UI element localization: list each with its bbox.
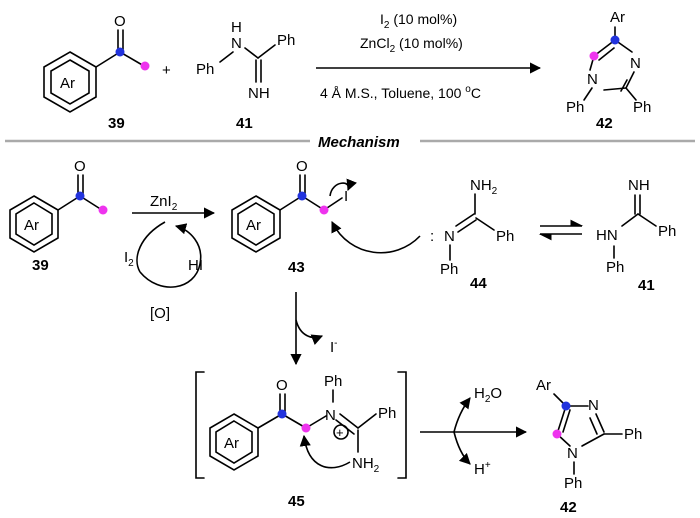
nh2-label: NH2 (470, 177, 498, 197)
i2-label: I2 (124, 249, 134, 269)
iodine-label: I (344, 188, 348, 205)
ph-label: Ph (566, 99, 584, 116)
n-label: N (325, 407, 336, 424)
magenta-carbon-dot (301, 423, 311, 433)
blue-carbon-dot (115, 47, 125, 57)
magenta-carbon-dot (552, 429, 562, 439)
oxygen-label: O (114, 13, 126, 30)
magenta-carbon-dot (98, 205, 108, 215)
h-label: H (231, 19, 242, 36)
ar-label: Ar (536, 377, 551, 394)
ph-label: Ph (496, 228, 514, 245)
zni2-label: ZnI2 (150, 193, 178, 213)
cyclization-arrow (299, 434, 351, 469)
hi-label: HI (188, 257, 203, 274)
catalytic-cycle-arrow (139, 223, 202, 288)
compound-number-43: 43 (288, 259, 305, 276)
oxygen-label: O (74, 158, 86, 175)
iodide-label: I- (330, 338, 338, 356)
compound-number-39: 39 (108, 115, 125, 132)
ar-label: Ar (60, 75, 75, 92)
condition-iodine: I2 (10 mol%) (380, 11, 457, 31)
blue-carbon-dot (277, 409, 287, 419)
nh-label: NH (248, 85, 270, 102)
n-label: N (231, 35, 242, 52)
n-label: N (630, 55, 641, 72)
ph-label: Ph (606, 259, 624, 276)
n-label: N (567, 445, 578, 462)
compound-39-mech: Ar O 39 (9, 158, 108, 274)
compound-41-mech: NH Ph HN Ph 41 (596, 177, 676, 294)
blue-carbon-dot (75, 191, 85, 201)
compound-45: Ar O N + Ph Ph NH2 45 (209, 373, 396, 510)
blue-carbon-dot (561, 401, 571, 411)
n-label: N (587, 71, 598, 88)
nucleophilic-attack-arrow (331, 220, 421, 254)
water-loss-arrow (453, 397, 471, 433)
ar-label: Ar (24, 217, 39, 234)
compound-number-41: 41 (638, 277, 655, 294)
compound-42-top: Ar N N Ph Ph 42 (566, 9, 651, 132)
ph-label: Ph (277, 32, 295, 49)
compound-42-mech: Ar N Ph N Ph 42 (536, 377, 642, 516)
lone-pair: : (430, 228, 434, 245)
compound-number-42: 42 (596, 115, 613, 132)
compound-41-top: Ph N H Ph NH 41 (196, 19, 295, 132)
blue-carbon-dot (610, 35, 620, 45)
oxygen-label: O (276, 377, 288, 394)
proton-loss-arrow (453, 431, 471, 465)
ph-label: Ph (378, 405, 396, 422)
leaving-group-arrow (329, 178, 357, 197)
compound-number-42: 42 (560, 499, 577, 516)
nh-label: NH (628, 177, 650, 194)
ar-label: Ar (246, 217, 261, 234)
iodide-loss-arrow (295, 319, 324, 345)
catalytic-cycle-arrow-left (136, 221, 166, 273)
nh2-label: NH2 (352, 455, 380, 475)
ph-label: Ph (196, 61, 214, 78)
compound-43: Ar O I 43 (231, 158, 357, 276)
ph-label: Ph (624, 426, 642, 443)
ar-label: Ar (224, 435, 239, 452)
plus-sign: + (162, 62, 171, 79)
ph-label: Ph (440, 261, 458, 278)
compound-39-top: Ar O 39 (43, 13, 150, 132)
magenta-carbon-dot (140, 61, 150, 71)
ph-label: Ph (564, 475, 582, 492)
compound-number-41: 41 (236, 115, 253, 132)
compound-44: : N NH2 Ph Ph 44 (430, 177, 514, 292)
oxygen-label: O (296, 158, 308, 175)
ar-label: Ar (610, 9, 625, 26)
positive-charge-circle (333, 424, 349, 440)
n-label: N (588, 397, 599, 414)
ph-label: Ph (658, 223, 676, 240)
hn-label: HN (596, 227, 618, 244)
bracket-right (397, 371, 407, 479)
compound-number-45: 45 (288, 493, 305, 510)
oxidant-label: [O] (150, 305, 170, 322)
ph-label: Ph (324, 373, 342, 390)
conditions: I2 (10 mol%) ZnCl2 (10 mol%) 4 Å M.S., T… (320, 11, 481, 101)
magenta-carbon-dot (319, 205, 329, 215)
condition-solvent: 4 Å M.S., Toluene, 100 oC (320, 84, 481, 101)
n-label: N (444, 228, 455, 245)
compound-number-44: 44 (470, 275, 487, 292)
condition-zinc: ZnCl2 (10 mol%) (360, 35, 463, 55)
blue-carbon-dot (297, 191, 307, 201)
mechanism-header: Mechanism (318, 134, 400, 151)
compound-number-39: 39 (32, 257, 49, 274)
water-label: H2O (474, 385, 502, 405)
ph-label: Ph (633, 99, 651, 116)
magenta-carbon-dot (589, 51, 599, 61)
positive-charge: + (336, 425, 344, 440)
proton-label: H+ (474, 460, 491, 478)
bracket-left (195, 371, 205, 479)
